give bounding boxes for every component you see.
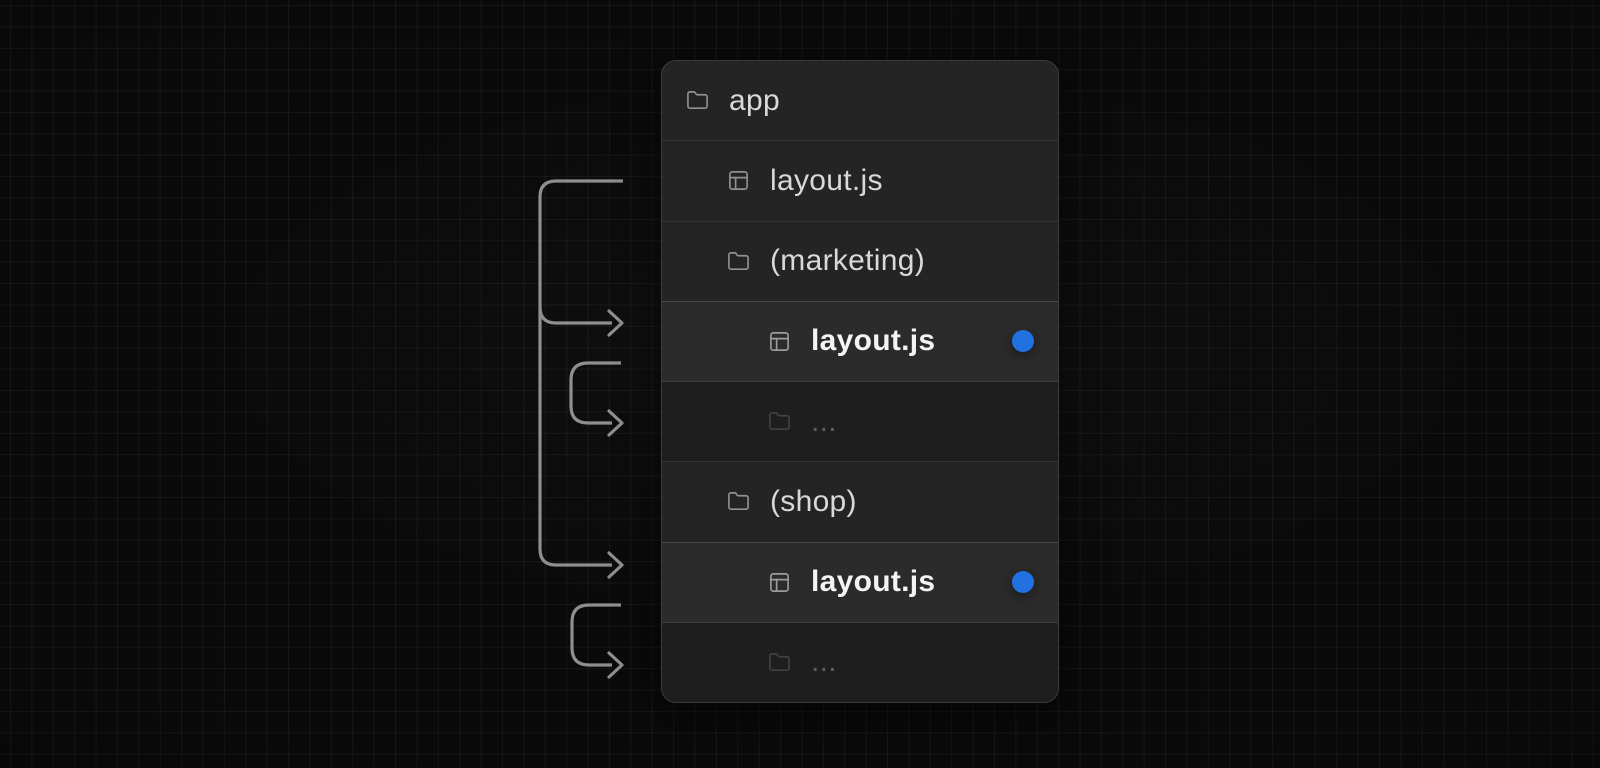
layout-icon [768,330,791,353]
active-layout-dot [1012,571,1034,594]
tree-row-marketing-children: ... [662,381,1058,462]
tree-row-marketing-group: (marketing) [662,220,1058,301]
folder-icon [768,651,791,674]
tree-row-shop-children: ... [662,621,1058,702]
tree-row-label: layout.js [770,163,883,197]
folder-icon [727,250,750,273]
tree-row-label: layout.js [811,324,936,358]
tree-row-label: ... [811,645,837,679]
tree-row-marketing-layout: layout.js [662,300,1058,381]
folder-icon [686,89,709,112]
layout-icon [768,571,791,594]
tree-row-label: (shop) [770,484,857,518]
tree-row-shop-group: (shop) [662,461,1058,541]
tree-row-label: layout.js [811,565,936,599]
tree-row-label: ... [811,404,837,438]
active-layout-dot [1012,330,1034,353]
tree-row-root-layout: layout.js [662,140,1058,220]
tree-row-label: (marketing) [770,244,925,278]
folder-icon [768,410,791,433]
root-layout-branch-line [538,306,612,325]
tree-row-app: app [662,61,1058,140]
layout-icon [727,169,750,192]
root-layout-wrap-line [538,179,623,567]
folder-icon [727,490,750,513]
tree-row-shop-layout: layout.js [662,541,1058,622]
file-tree: app layout.js (marketing) layout.js... (shop… [662,61,1058,702]
tree-row-label: app [729,83,780,117]
file-tree-card: app layout.js (marketing) layout.js... (shop… [661,60,1059,703]
